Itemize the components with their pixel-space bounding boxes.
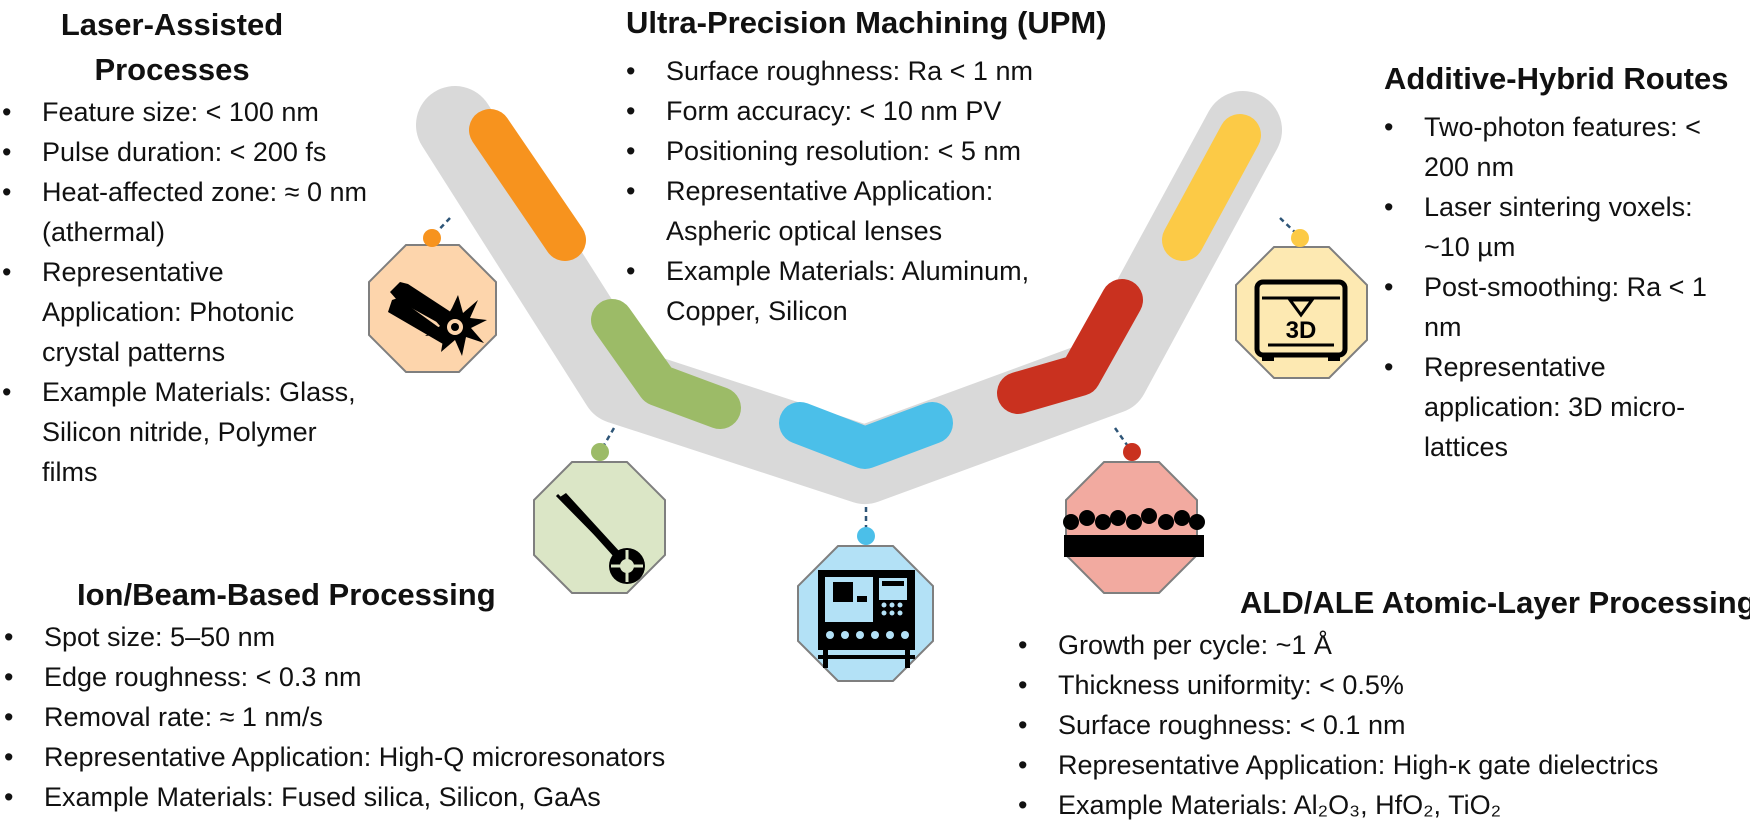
ion-list-item: Edge roughness: < 0.3 nm xyxy=(4,657,764,697)
ald-section: ALD/ALE Atomic-Layer Processing Growth p… xyxy=(1018,580,1750,825)
ion-connector xyxy=(598,427,616,453)
cnc-machine-icon xyxy=(818,570,915,668)
laser-list-item: Representative Application: Photonic cry… xyxy=(2,252,367,372)
upm-list-item: Example Materials: Aluminum, Copper, Sil… xyxy=(626,251,1096,331)
atomic-layer-icon xyxy=(1063,508,1205,557)
ald-list-item: Example Materials: Al₂O₃, HfO₂, TiO₂ xyxy=(1018,785,1750,825)
additive-list-item: Post-smoothing: Ra < 1 nm xyxy=(1384,267,1724,347)
ion-list-item: Example Materials: Fused silica, Silicon… xyxy=(4,777,764,817)
upm-segment xyxy=(779,402,953,469)
laser-dot xyxy=(423,229,441,247)
upm-list-item: Positioning resolution: < 5 nm xyxy=(626,131,1096,171)
ald-list-item: Representative Application: High-κ gate … xyxy=(1018,745,1750,785)
additive-segment xyxy=(1162,114,1261,261)
additive-list-item: Representative application: 3D micro-lat… xyxy=(1384,347,1724,467)
additive-dot xyxy=(1291,229,1309,247)
ald-connector xyxy=(1113,427,1134,453)
ion-list-item: Representative Application: High-Q micro… xyxy=(4,737,764,777)
upm-list-item: Representative Application: Aspheric opt… xyxy=(626,171,1096,251)
laser-list-item: Heat-affected zone: ≈ 0 nm (athermal) xyxy=(2,172,367,252)
laser-list-item: Pulse duration: < 200 fs xyxy=(2,132,367,172)
ion-section: Ion/Beam-Based Processing Spot size: 5–5… xyxy=(4,572,764,817)
upm-dot xyxy=(857,527,875,545)
3d-printer-icon: 3D xyxy=(1254,279,1348,361)
upm-list: Surface roughness: Ra < 1 nmForm accurac… xyxy=(626,51,1096,331)
upm-list-item: Form accuracy: < 10 nm PV xyxy=(626,91,1096,131)
laser-segment xyxy=(469,109,586,261)
printer-label: 3D xyxy=(1286,317,1317,344)
ald-list-item: Thickness uniformity: < 0.5% xyxy=(1018,665,1750,705)
ion-segment xyxy=(591,299,741,429)
additive-title: Additive-Hybrid Routes xyxy=(1384,61,1729,96)
ald-title: ALD/ALE Atomic-Layer Processing xyxy=(1240,585,1750,620)
laser-beam-icon xyxy=(388,282,487,356)
upm-section: Ultra-Precision Machining (UPM) Surface … xyxy=(626,0,1107,331)
ion-beam-icon xyxy=(555,493,645,584)
laser-title: Laser-Assisted Processes xyxy=(60,7,284,87)
laser-section: Laser-Assisted Processes Feature size: <… xyxy=(2,2,367,492)
laser-list-item: Example Materials: Glass, Silicon nitrid… xyxy=(2,372,367,492)
ald-list-item: Growth per cycle: ~1 Å xyxy=(1018,625,1750,665)
ald-dot xyxy=(1123,443,1141,461)
upm-title: Ultra-Precision Machining (UPM) xyxy=(626,5,1107,40)
laser-list-item: Feature size: < 100 nm xyxy=(2,92,367,132)
ion-dot xyxy=(591,443,609,461)
ion-title: Ion/Beam-Based Processing xyxy=(77,577,496,612)
ald-segment xyxy=(997,279,1143,414)
upm-list-item: Surface roughness: Ra < 1 nm xyxy=(626,51,1096,91)
additive-list-item: Laser sintering voxels: ~10 µm xyxy=(1384,187,1724,267)
laser-list: Feature size: < 100 nmPulse duration: < … xyxy=(2,92,367,492)
additive-list: Two-photon features: < 200 nmLaser sinte… xyxy=(1384,107,1724,467)
additive-list-item: Two-photon features: < 200 nm xyxy=(1384,107,1724,187)
ald-list-item: Surface roughness: < 0.1 nm xyxy=(1018,705,1750,745)
ion-list-item: Removal rate: ≈ 1 nm/s xyxy=(4,697,764,737)
additive-section: Additive-Hybrid Routes Two-photon featur… xyxy=(1384,56,1750,467)
ald-list: Growth per cycle: ~1 ÅThickness uniformi… xyxy=(1018,625,1750,825)
ion-list: Spot size: 5–50 nmEdge roughness: < 0.3 … xyxy=(4,617,764,817)
ion-list-item: Spot size: 5–50 nm xyxy=(4,617,764,657)
